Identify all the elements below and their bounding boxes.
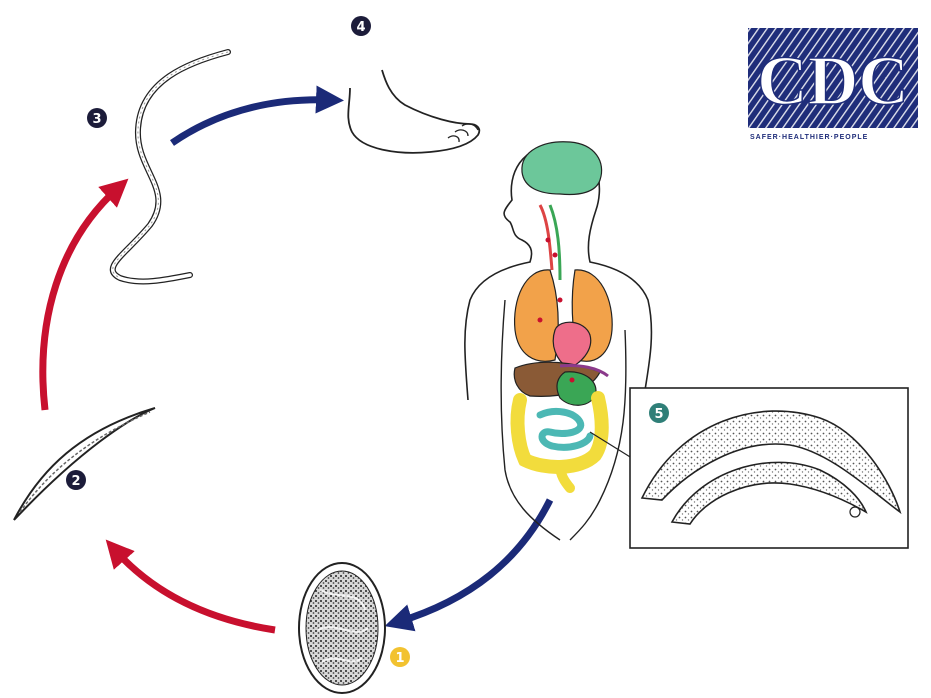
stage-badge-1: 1 (390, 647, 410, 667)
foot-illustration (348, 70, 479, 153)
stage-badge-4: 4 (351, 16, 371, 36)
stage-badge-3: 3 (87, 108, 107, 128)
stage-number-1: 1 (395, 651, 404, 666)
small-intestine (540, 411, 590, 447)
cdc-wordmark: CDC (757, 43, 909, 120)
stage-number-5: 5 (654, 407, 663, 422)
stage-number-3: 3 (92, 112, 101, 127)
adult-worms-panel (630, 388, 908, 548)
arrow-egg-to-larva2 (115, 550, 275, 630)
hookworm-egg (299, 563, 385, 693)
arrow-host-to-egg (398, 500, 550, 622)
stage-badge-2: 2 (66, 470, 86, 490)
rhabditiform-larva (14, 408, 155, 520)
cdc-logo: CDC SAFER·HEALTHIER·PEOPLE (748, 28, 918, 142)
stage-number-2: 2 (71, 474, 80, 489)
arrow-larva3-to-foot (172, 100, 330, 143)
stage-number-4: 4 (356, 20, 365, 35)
cycle-arrows (43, 100, 550, 630)
human-host-figure (465, 142, 652, 540)
arrow-larva2-to-larva3 (43, 188, 118, 410)
cdc-tagline: SAFER·HEALTHIER·PEOPLE (750, 134, 868, 141)
left-lung (515, 270, 559, 361)
brain (522, 142, 602, 195)
stage-badge-5: 5 (649, 403, 669, 423)
filariform-larva (113, 52, 228, 281)
